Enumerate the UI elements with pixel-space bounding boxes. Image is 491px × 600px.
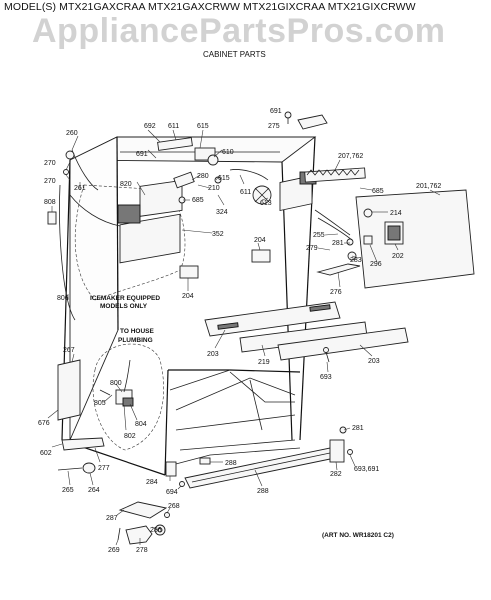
rails-and-brackets <box>179 249 409 363</box>
part-label: 800 <box>110 380 122 387</box>
part-label: 260 <box>66 130 78 137</box>
part-label: 694 <box>166 489 178 496</box>
part-label: 281 <box>352 425 364 432</box>
icemaker-note-line2: MODELS ONLY <box>100 303 148 310</box>
part-label: 214 <box>390 210 402 217</box>
part-label: 804 <box>135 421 147 428</box>
part-label: 207,762 <box>338 153 363 160</box>
part-label: 255 <box>313 232 325 239</box>
part-label: 691 <box>270 108 282 115</box>
part-label: 288 <box>225 460 237 467</box>
control-panel <box>314 189 475 289</box>
part-label: 288 <box>257 488 269 495</box>
part-labels: 691 275 692 611 615 610 691 260 270 270 … <box>38 108 441 554</box>
part-label: 615 <box>218 175 230 182</box>
part-label: 279 <box>306 245 318 252</box>
art-number: (ART NO. WR18201 C2) <box>322 532 394 539</box>
part-label: 805 <box>94 400 106 407</box>
leader-lines <box>47 129 441 546</box>
part-label: 276 <box>330 289 342 296</box>
part-label: 324 <box>216 209 228 216</box>
part-label: 277 <box>98 465 110 472</box>
part-label: 352 <box>212 231 224 238</box>
part-label: 210 <box>208 185 220 192</box>
part-label: 296 <box>370 261 382 268</box>
part-label: 270 <box>44 160 56 167</box>
part-label: 267 <box>63 347 75 354</box>
part-label: 802 <box>124 433 136 440</box>
part-label: 204 <box>254 237 266 244</box>
part-label: 219 <box>258 359 270 366</box>
part-label: 268 <box>168 503 180 510</box>
part-label: 691 <box>136 151 148 158</box>
part-label: 602 <box>40 450 52 457</box>
part-label: 685 <box>192 197 204 204</box>
part-label: 611 <box>168 123 179 130</box>
part-label: 202 <box>392 253 404 260</box>
part-label: 610 <box>222 149 234 156</box>
part-label: 269 <box>108 547 120 554</box>
base-components <box>57 426 353 545</box>
part-label: 284 <box>146 479 158 486</box>
part-label: 261 <box>74 185 86 192</box>
part-label: 685 <box>372 188 384 195</box>
part-label: 281 <box>332 240 344 247</box>
part-label: 611 <box>240 189 251 196</box>
part-label: 693 <box>320 374 332 381</box>
icemaker-assembly <box>47 149 186 321</box>
part-label: 203 <box>207 351 219 358</box>
part-label: 270 <box>44 178 56 185</box>
water-valve-assembly <box>57 343 164 451</box>
part-label: 265 <box>62 487 74 494</box>
watermark: AppliancePartsPros.com <box>32 12 446 50</box>
part-label: 806 <box>57 295 69 302</box>
part-label: 613 <box>260 200 272 207</box>
plumbing-note-line2: PLUMBING <box>118 337 153 344</box>
icemaker-note-line1: ICEMAKER EQUIPPED <box>90 295 160 302</box>
part-label: 283 <box>350 257 362 264</box>
part-label: 287 <box>106 515 118 522</box>
part-label: 264 <box>88 487 100 494</box>
part-label: 280 <box>197 173 209 180</box>
part-label: 204 <box>182 293 194 300</box>
plumbing-note-line1: TO HOUSE <box>120 328 154 335</box>
part-label: 286 <box>150 527 162 534</box>
part-label: 282 <box>330 471 342 478</box>
part-label: 203 <box>368 358 380 365</box>
top-components <box>157 111 366 212</box>
part-label: 615 <box>197 123 209 130</box>
part-label: 808 <box>44 199 56 206</box>
model-list: MODEL(S) MTX21GAXCRAA MTX21GAXCRWW MTX21… <box>4 1 416 13</box>
part-label: 676 <box>38 420 50 427</box>
diagram-subtitle: CABINET PARTS <box>203 50 266 59</box>
part-label: 275 <box>268 123 280 130</box>
part-label: 692 <box>144 123 156 130</box>
part-label: 820 <box>120 181 132 188</box>
part-label: 693,691 <box>354 466 379 473</box>
part-label: 201,762 <box>416 183 441 190</box>
part-label: 278 <box>136 547 148 554</box>
